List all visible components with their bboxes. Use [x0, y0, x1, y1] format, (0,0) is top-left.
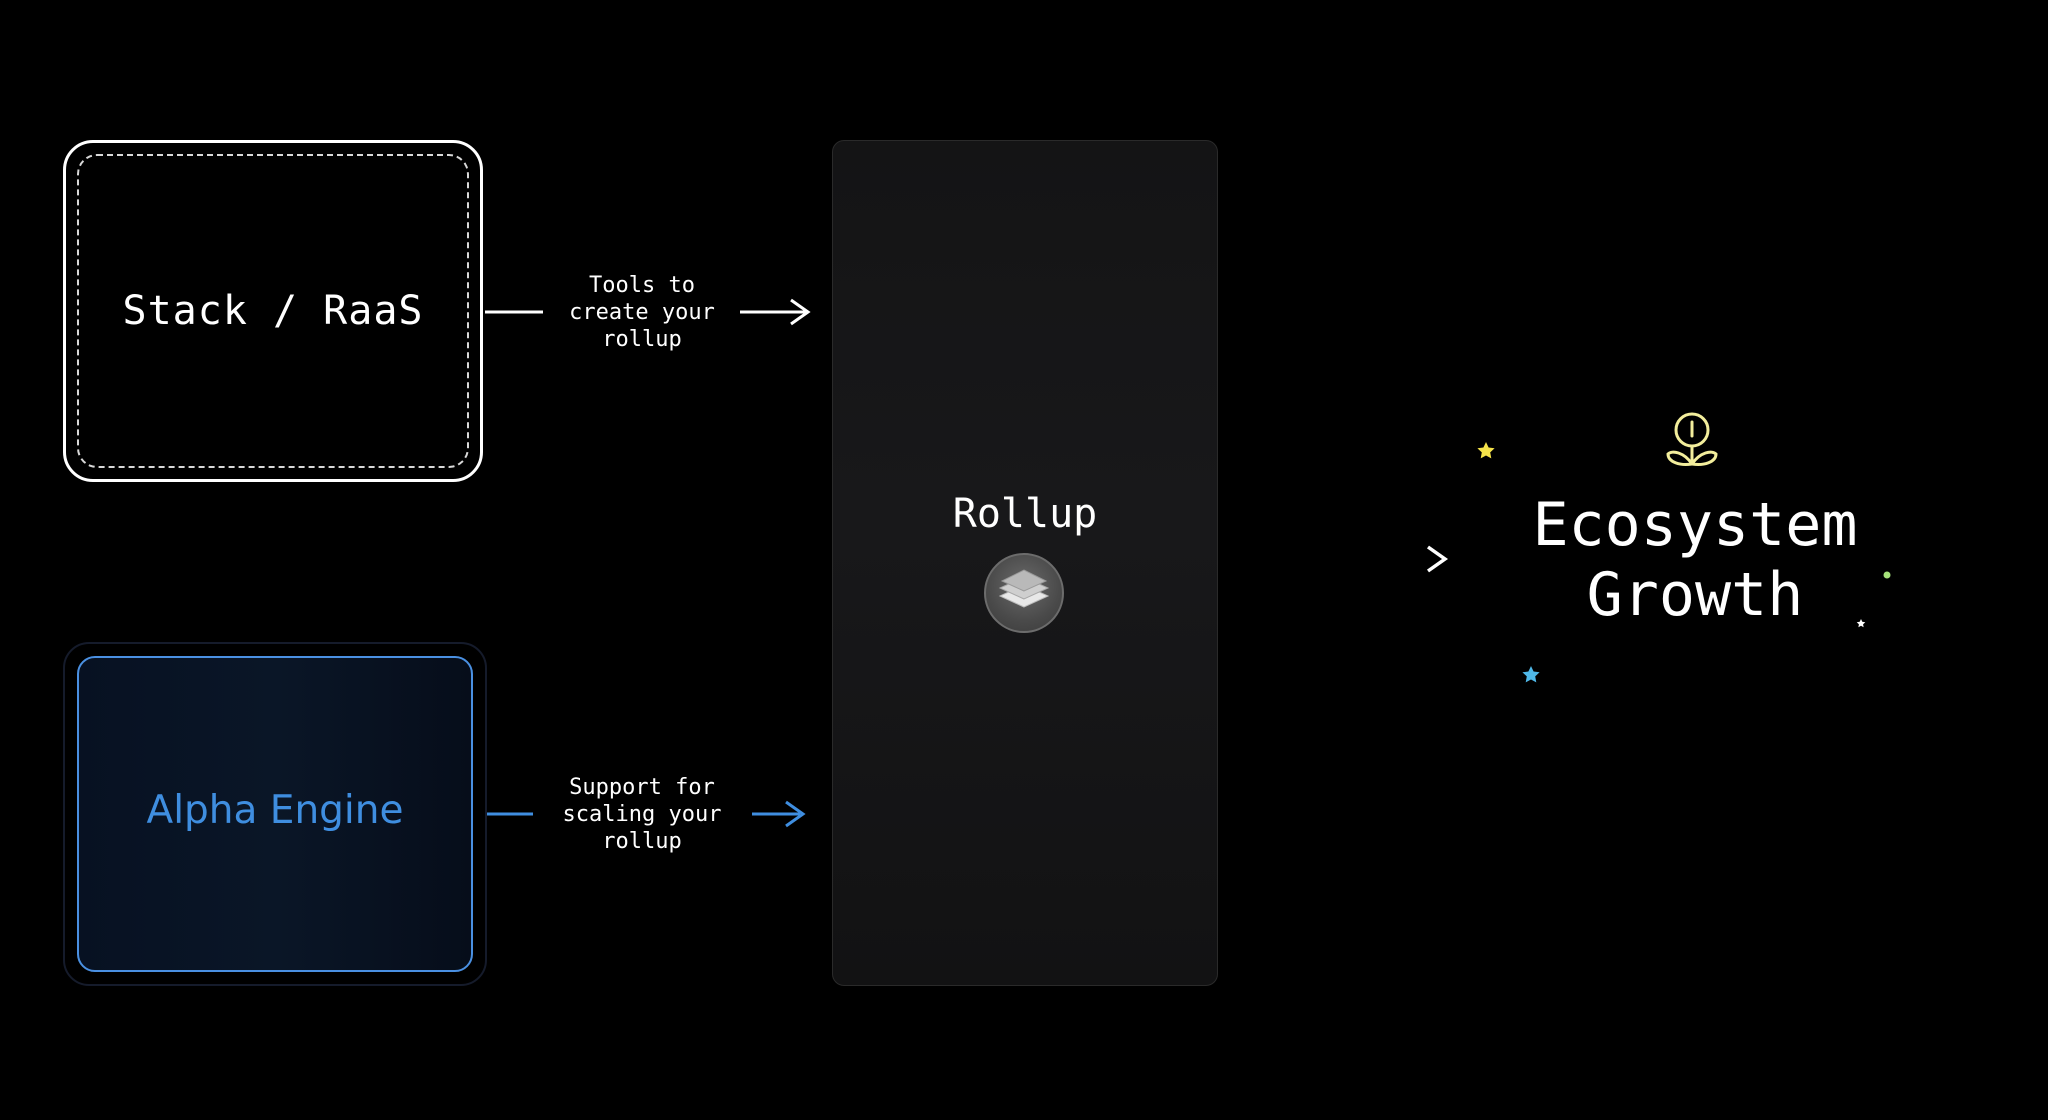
stack-raas-label: Stack / RaaS [122, 288, 424, 334]
connector-bottom-text: Support for scaling your rollup [562, 775, 722, 854]
star-cyan-icon [1522, 666, 1540, 683]
star-white-icon [1856, 619, 1866, 628]
dot-green-icon [1883, 571, 1891, 579]
layers-icon [984, 553, 1064, 633]
alpha-engine-inner: Alpha Engine [77, 656, 473, 972]
connector-top-arrowhead [790, 298, 811, 326]
rollup-panel: Rollup [832, 140, 1218, 986]
connector-bottom-arrowhead [785, 800, 806, 828]
star-yellow-icon [1477, 442, 1495, 459]
alpha-engine-box: Alpha Engine [63, 642, 487, 986]
stack-raas-box: Stack / RaaS [63, 140, 483, 482]
ecosystem-growth-title: Ecosystem Growth [1532, 490, 1858, 630]
rollup-label: Rollup [952, 491, 1098, 537]
alpha-engine-label: Alpha Engine [146, 788, 404, 833]
rollup-to-ecosystem-arrowhead [1426, 545, 1449, 573]
sprout-icon [1666, 412, 1718, 466]
connector-top-text: Tools to create your rollup [569, 273, 715, 352]
stack-raas-dashed-border [77, 154, 469, 468]
